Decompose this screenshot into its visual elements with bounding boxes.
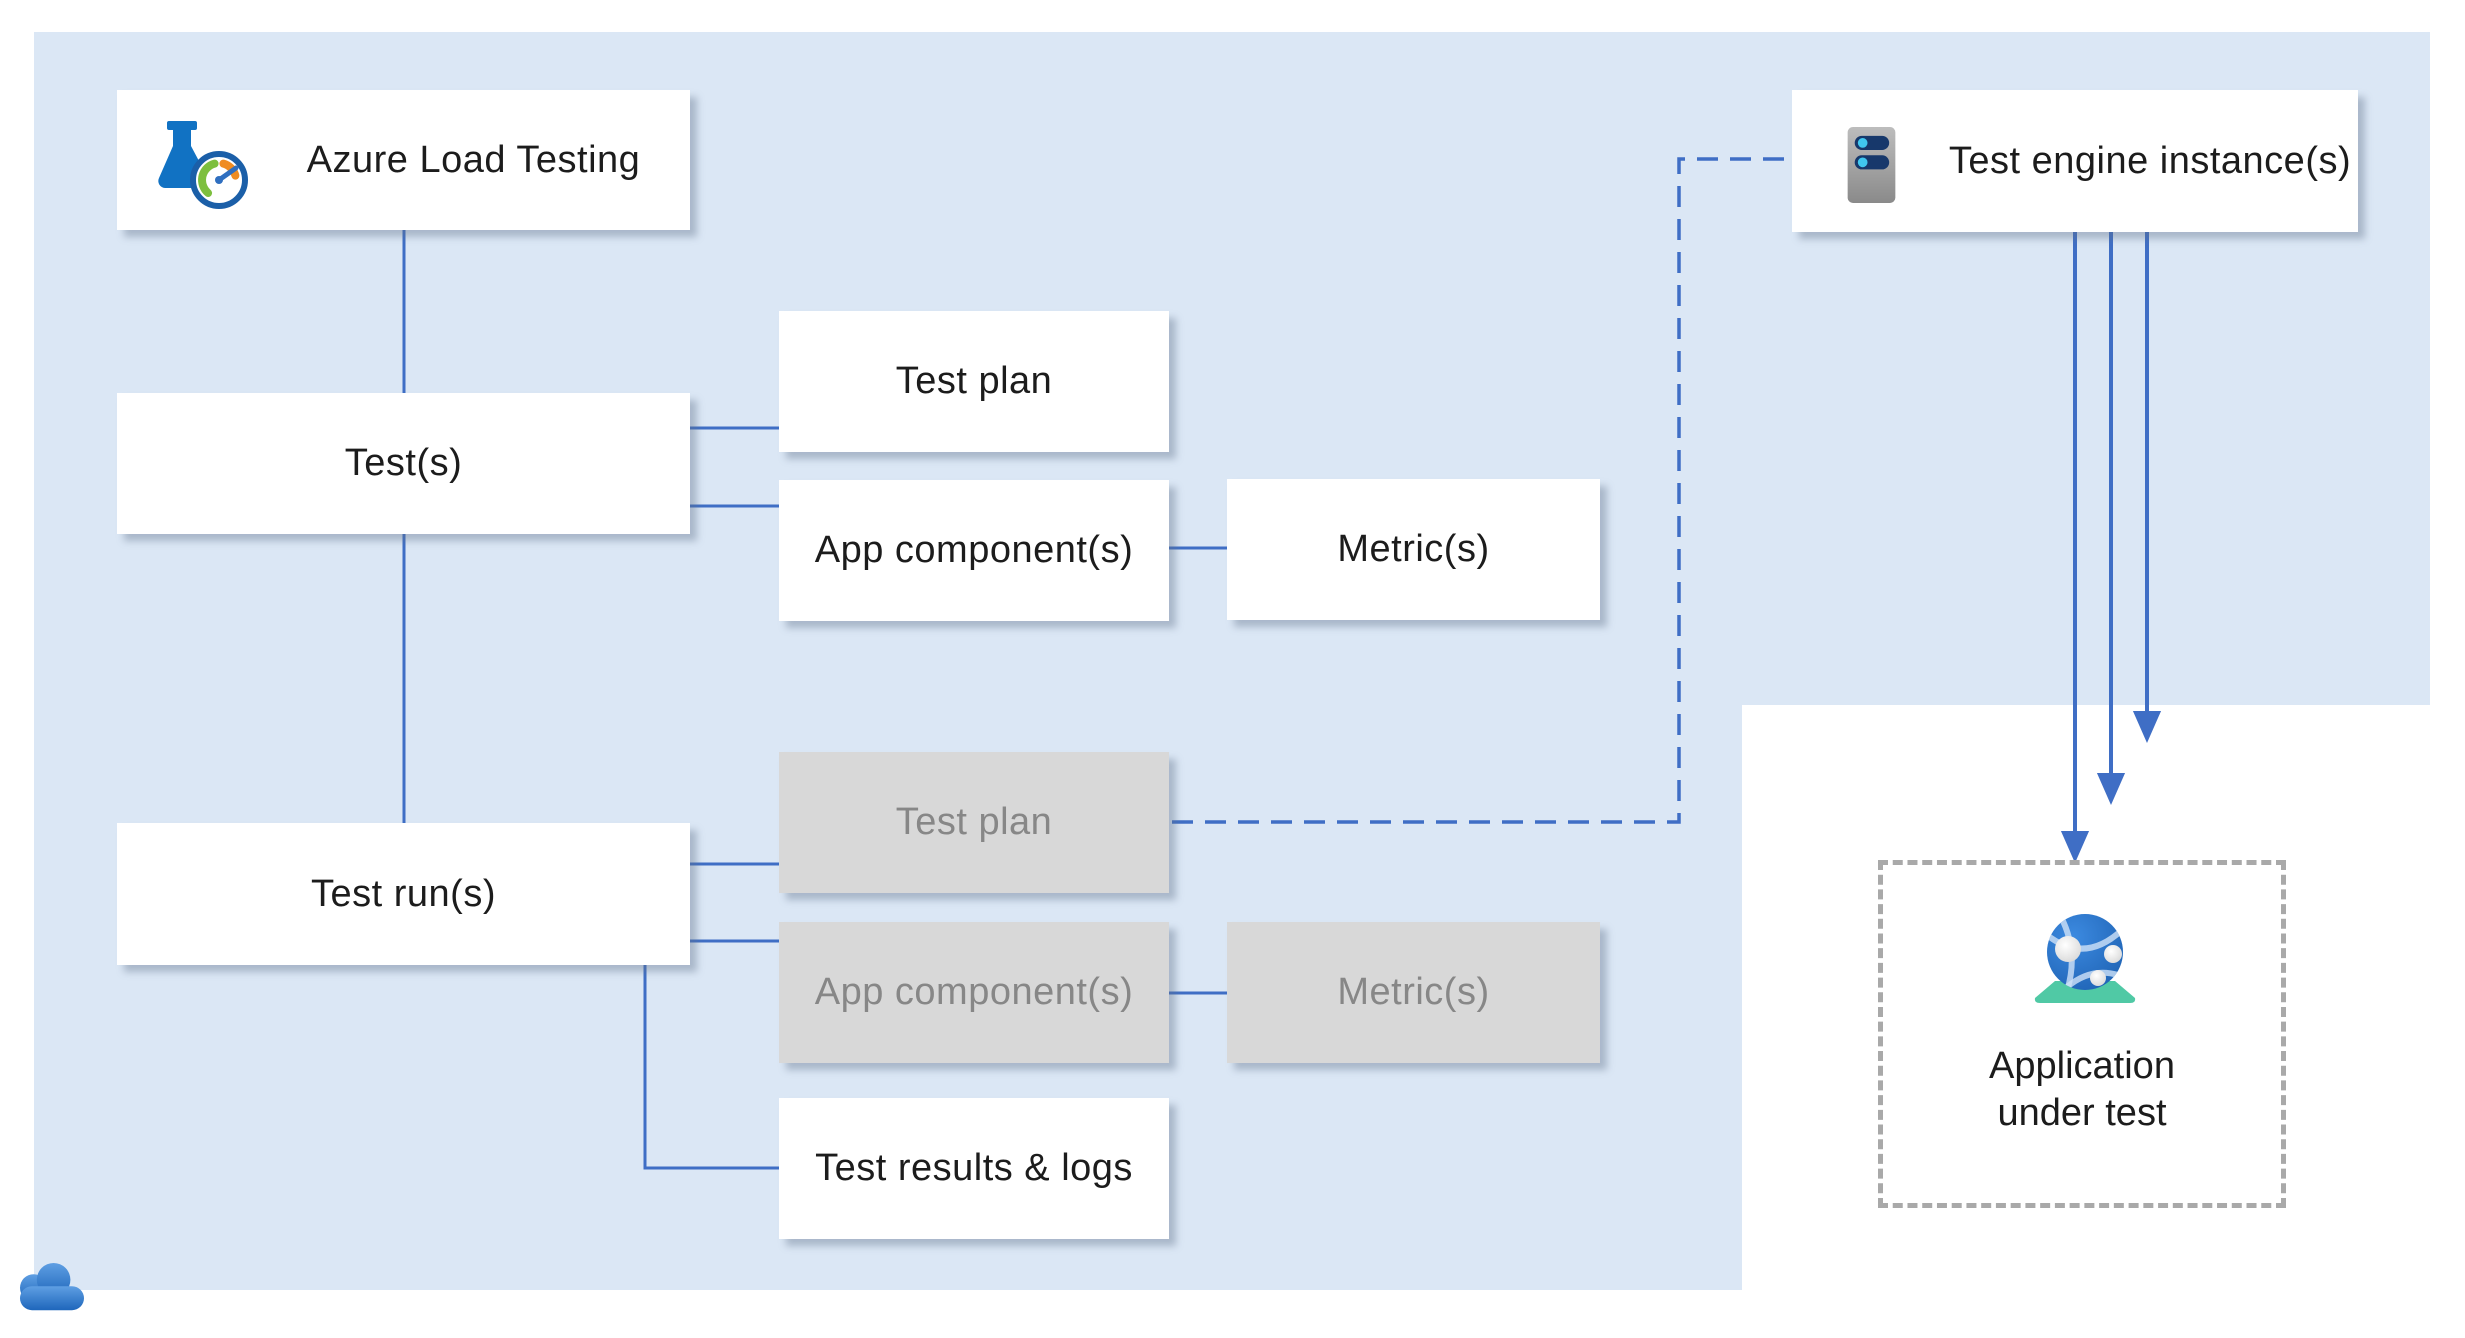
node-test-plan: Test plan: [779, 311, 1169, 452]
app-service-globe-icon: [2034, 914, 2136, 1003]
node-application-under-test: Application under test: [1878, 860, 2286, 1208]
node-tests: Test(s): [117, 393, 690, 534]
node-test-engine-instances: Test engine instance(s): [1792, 90, 2358, 232]
node-label: Test(s): [344, 442, 463, 484]
node-metrics-run: Metric(s): [1227, 922, 1600, 1063]
external-area-panel: [1742, 705, 2465, 1338]
node-label: Test run(s): [311, 872, 496, 915]
node-label: Metric(s): [1337, 528, 1490, 570]
node-test-runs: Test run(s): [117, 823, 690, 965]
node-app-components-run: App component(s): [779, 922, 1169, 1063]
cloud-icon: [20, 1263, 84, 1311]
node-label: Test engine instance(s): [1948, 139, 2352, 182]
node-label: App component(s): [814, 529, 1134, 571]
node-label: Test plan: [895, 360, 1053, 402]
node-label: Metric(s): [1337, 971, 1490, 1013]
node-label: Test plan: [895, 801, 1053, 843]
server-icon: [1847, 127, 1896, 203]
load-testing-flask-icon: [158, 121, 248, 209]
node-metrics: Metric(s): [1227, 479, 1600, 620]
app-under-test-line1: Application: [1989, 1045, 2175, 1087]
node-label: Azure Load Testing: [306, 138, 641, 181]
node-test-plan-run: Test plan: [779, 752, 1169, 893]
node-label: Application under test: [1883, 1043, 2281, 1137]
node-test-results-logs: Test results & logs: [779, 1098, 1169, 1239]
node-label: Test results & logs: [815, 1147, 1133, 1189]
node-azure-load-testing: Azure Load Testing: [117, 90, 690, 230]
node-label: App component(s): [814, 971, 1134, 1013]
node-app-components: App component(s): [779, 480, 1169, 621]
app-under-test-line2: under test: [1997, 1092, 2167, 1134]
